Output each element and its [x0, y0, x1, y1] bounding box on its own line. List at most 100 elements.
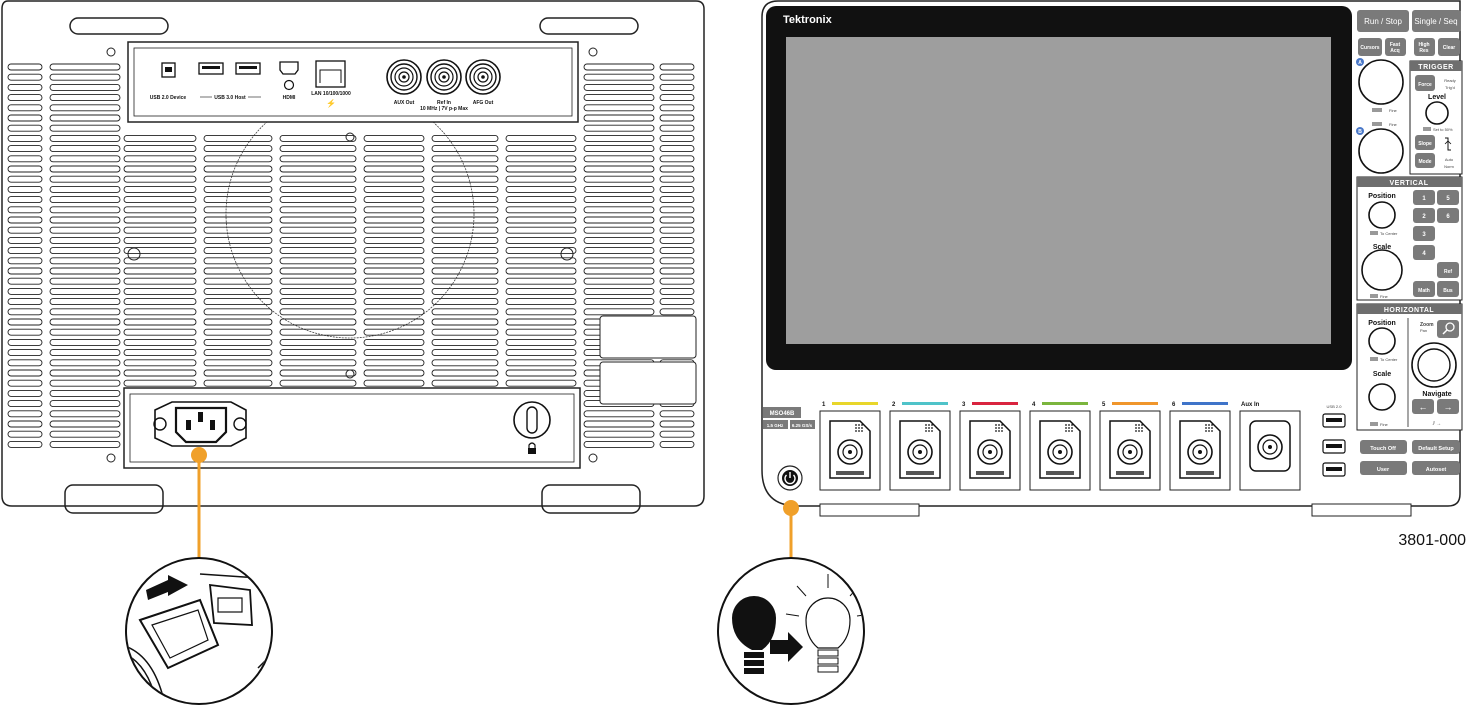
- horizontal-position-label: Position: [1368, 320, 1396, 327]
- mode-label: Mode: [1418, 159, 1431, 165]
- vent-slot: [49, 298, 121, 306]
- channel-input-label: 4: [1032, 402, 1036, 408]
- vent-slot: [659, 63, 695, 71]
- clear-label: Clear: [1443, 45, 1456, 51]
- vent-slot: [583, 73, 655, 81]
- usb-device-port[interactable]: [161, 62, 176, 78]
- fast-acq-label-2: Acq: [1390, 48, 1399, 54]
- bnc-ring: [430, 63, 458, 91]
- bnc-pin: [918, 450, 922, 454]
- ref-button[interactable]: [1437, 262, 1459, 278]
- bnc-ring: [1052, 444, 1068, 460]
- channel-button-4[interactable]: [1413, 245, 1435, 260]
- vent-slot: [431, 185, 499, 193]
- front-usb-port-core: [1326, 444, 1342, 448]
- vent-slot: [203, 145, 273, 153]
- vent-slot: [7, 236, 43, 244]
- fast-acq-button[interactable]: [1385, 38, 1406, 56]
- single-seq-label: Single / Seq: [1414, 17, 1457, 26]
- zoom-button[interactable]: [1437, 320, 1459, 338]
- zoom-pan-inner-knob[interactable]: [1417, 348, 1451, 382]
- probe-contact: [1065, 424, 1067, 426]
- touchscreen-display[interactable]: [786, 37, 1331, 344]
- single-seq-button[interactable]: [1412, 10, 1461, 32]
- probe-latch: [976, 471, 1004, 475]
- horizontal-position-knob[interactable]: [1368, 327, 1396, 355]
- force-button[interactable]: [1415, 75, 1435, 91]
- user-button[interactable]: [1360, 461, 1407, 475]
- vent-slot: [123, 318, 197, 326]
- channel-button-label: 2: [1422, 214, 1426, 220]
- bnc-pin: [402, 75, 406, 79]
- vent-slot: [583, 185, 655, 193]
- channel-button-3[interactable]: [1413, 226, 1435, 241]
- bnc-ring: [394, 67, 414, 87]
- horizontal-scale-knob[interactable]: [1368, 383, 1396, 411]
- screw: [588, 47, 598, 57]
- vent-slot: [583, 134, 655, 142]
- ac-power-inlet[interactable]: [174, 406, 228, 444]
- vent-slot: [203, 328, 273, 336]
- vent-slot: [203, 257, 273, 265]
- vent-slot: [49, 124, 121, 132]
- vertical-scale-knob[interactable]: [1361, 249, 1403, 291]
- vent-slot: [659, 124, 695, 132]
- vent-slot: [203, 236, 273, 244]
- clear-button[interactable]: [1438, 38, 1460, 56]
- channel-button-2[interactable]: [1413, 208, 1435, 223]
- hdmi-port[interactable]: [279, 61, 299, 75]
- vertical-position-knob[interactable]: [1368, 201, 1396, 229]
- vent-slot: [203, 175, 273, 183]
- vent-slot: [49, 94, 121, 102]
- default-setup-button[interactable]: [1412, 440, 1460, 454]
- security-lock-slot[interactable]: [513, 401, 551, 439]
- bnc-connector: [1117, 439, 1143, 465]
- touch-off-button[interactable]: [1360, 440, 1407, 454]
- knob-a-indicator: [1356, 58, 1364, 66]
- bus-button[interactable]: [1437, 281, 1459, 297]
- rear-top-handle-left: [69, 17, 169, 35]
- brand-logo: Tektronix: [783, 14, 833, 26]
- vent-slot: [123, 267, 197, 275]
- vent-slot: [583, 226, 655, 234]
- slope-button[interactable]: [1415, 135, 1435, 150]
- multipurpose-knob-a[interactable]: [1358, 59, 1404, 105]
- navigate-right-button[interactable]: [1437, 399, 1459, 414]
- high-res-label-1: High: [1418, 42, 1429, 48]
- channel-button-6[interactable]: [1437, 208, 1459, 223]
- probe-contact: [1001, 430, 1003, 432]
- afg-out-label: AFG Out: [473, 100, 494, 106]
- vent-slot: [203, 165, 273, 173]
- run-stop-button[interactable]: [1357, 10, 1409, 32]
- cursors-button[interactable]: [1358, 38, 1382, 56]
- vent-slot: [279, 145, 357, 153]
- knob-b-push-marker: [1372, 122, 1382, 126]
- vent-slot: [505, 185, 577, 193]
- vent-slot: [49, 83, 121, 91]
- vent-slot: [123, 196, 197, 204]
- bulb-on-base: [817, 649, 839, 657]
- probe-contact: [1135, 430, 1137, 432]
- multipurpose-knob-b[interactable]: [1358, 128, 1404, 174]
- autoset-button[interactable]: [1412, 461, 1460, 475]
- math-button[interactable]: [1413, 281, 1435, 297]
- vent-slot: [123, 308, 197, 316]
- vent-slot: [431, 236, 499, 244]
- vent-slot: [363, 379, 425, 387]
- vent-slot: [49, 257, 121, 265]
- vent-slot: [583, 155, 655, 163]
- high-res-button[interactable]: [1414, 38, 1435, 56]
- lan-port[interactable]: [315, 60, 346, 88]
- vent-slot: [279, 257, 357, 265]
- vent-slot: [659, 185, 695, 193]
- mode-button[interactable]: [1415, 153, 1435, 168]
- ref-in-spec-label: 10 MHz | 7V p-p Max: [420, 106, 468, 112]
- navigate-left-button[interactable]: [1412, 399, 1434, 414]
- channel-button-1[interactable]: [1413, 190, 1435, 205]
- vent-slot: [363, 247, 425, 255]
- vent-slot: [505, 338, 577, 346]
- channel-button-5[interactable]: [1437, 190, 1459, 205]
- trigger-level-knob[interactable]: [1425, 101, 1449, 125]
- channel-input-label: 6: [1172, 402, 1176, 408]
- vent-slot: [583, 94, 655, 102]
